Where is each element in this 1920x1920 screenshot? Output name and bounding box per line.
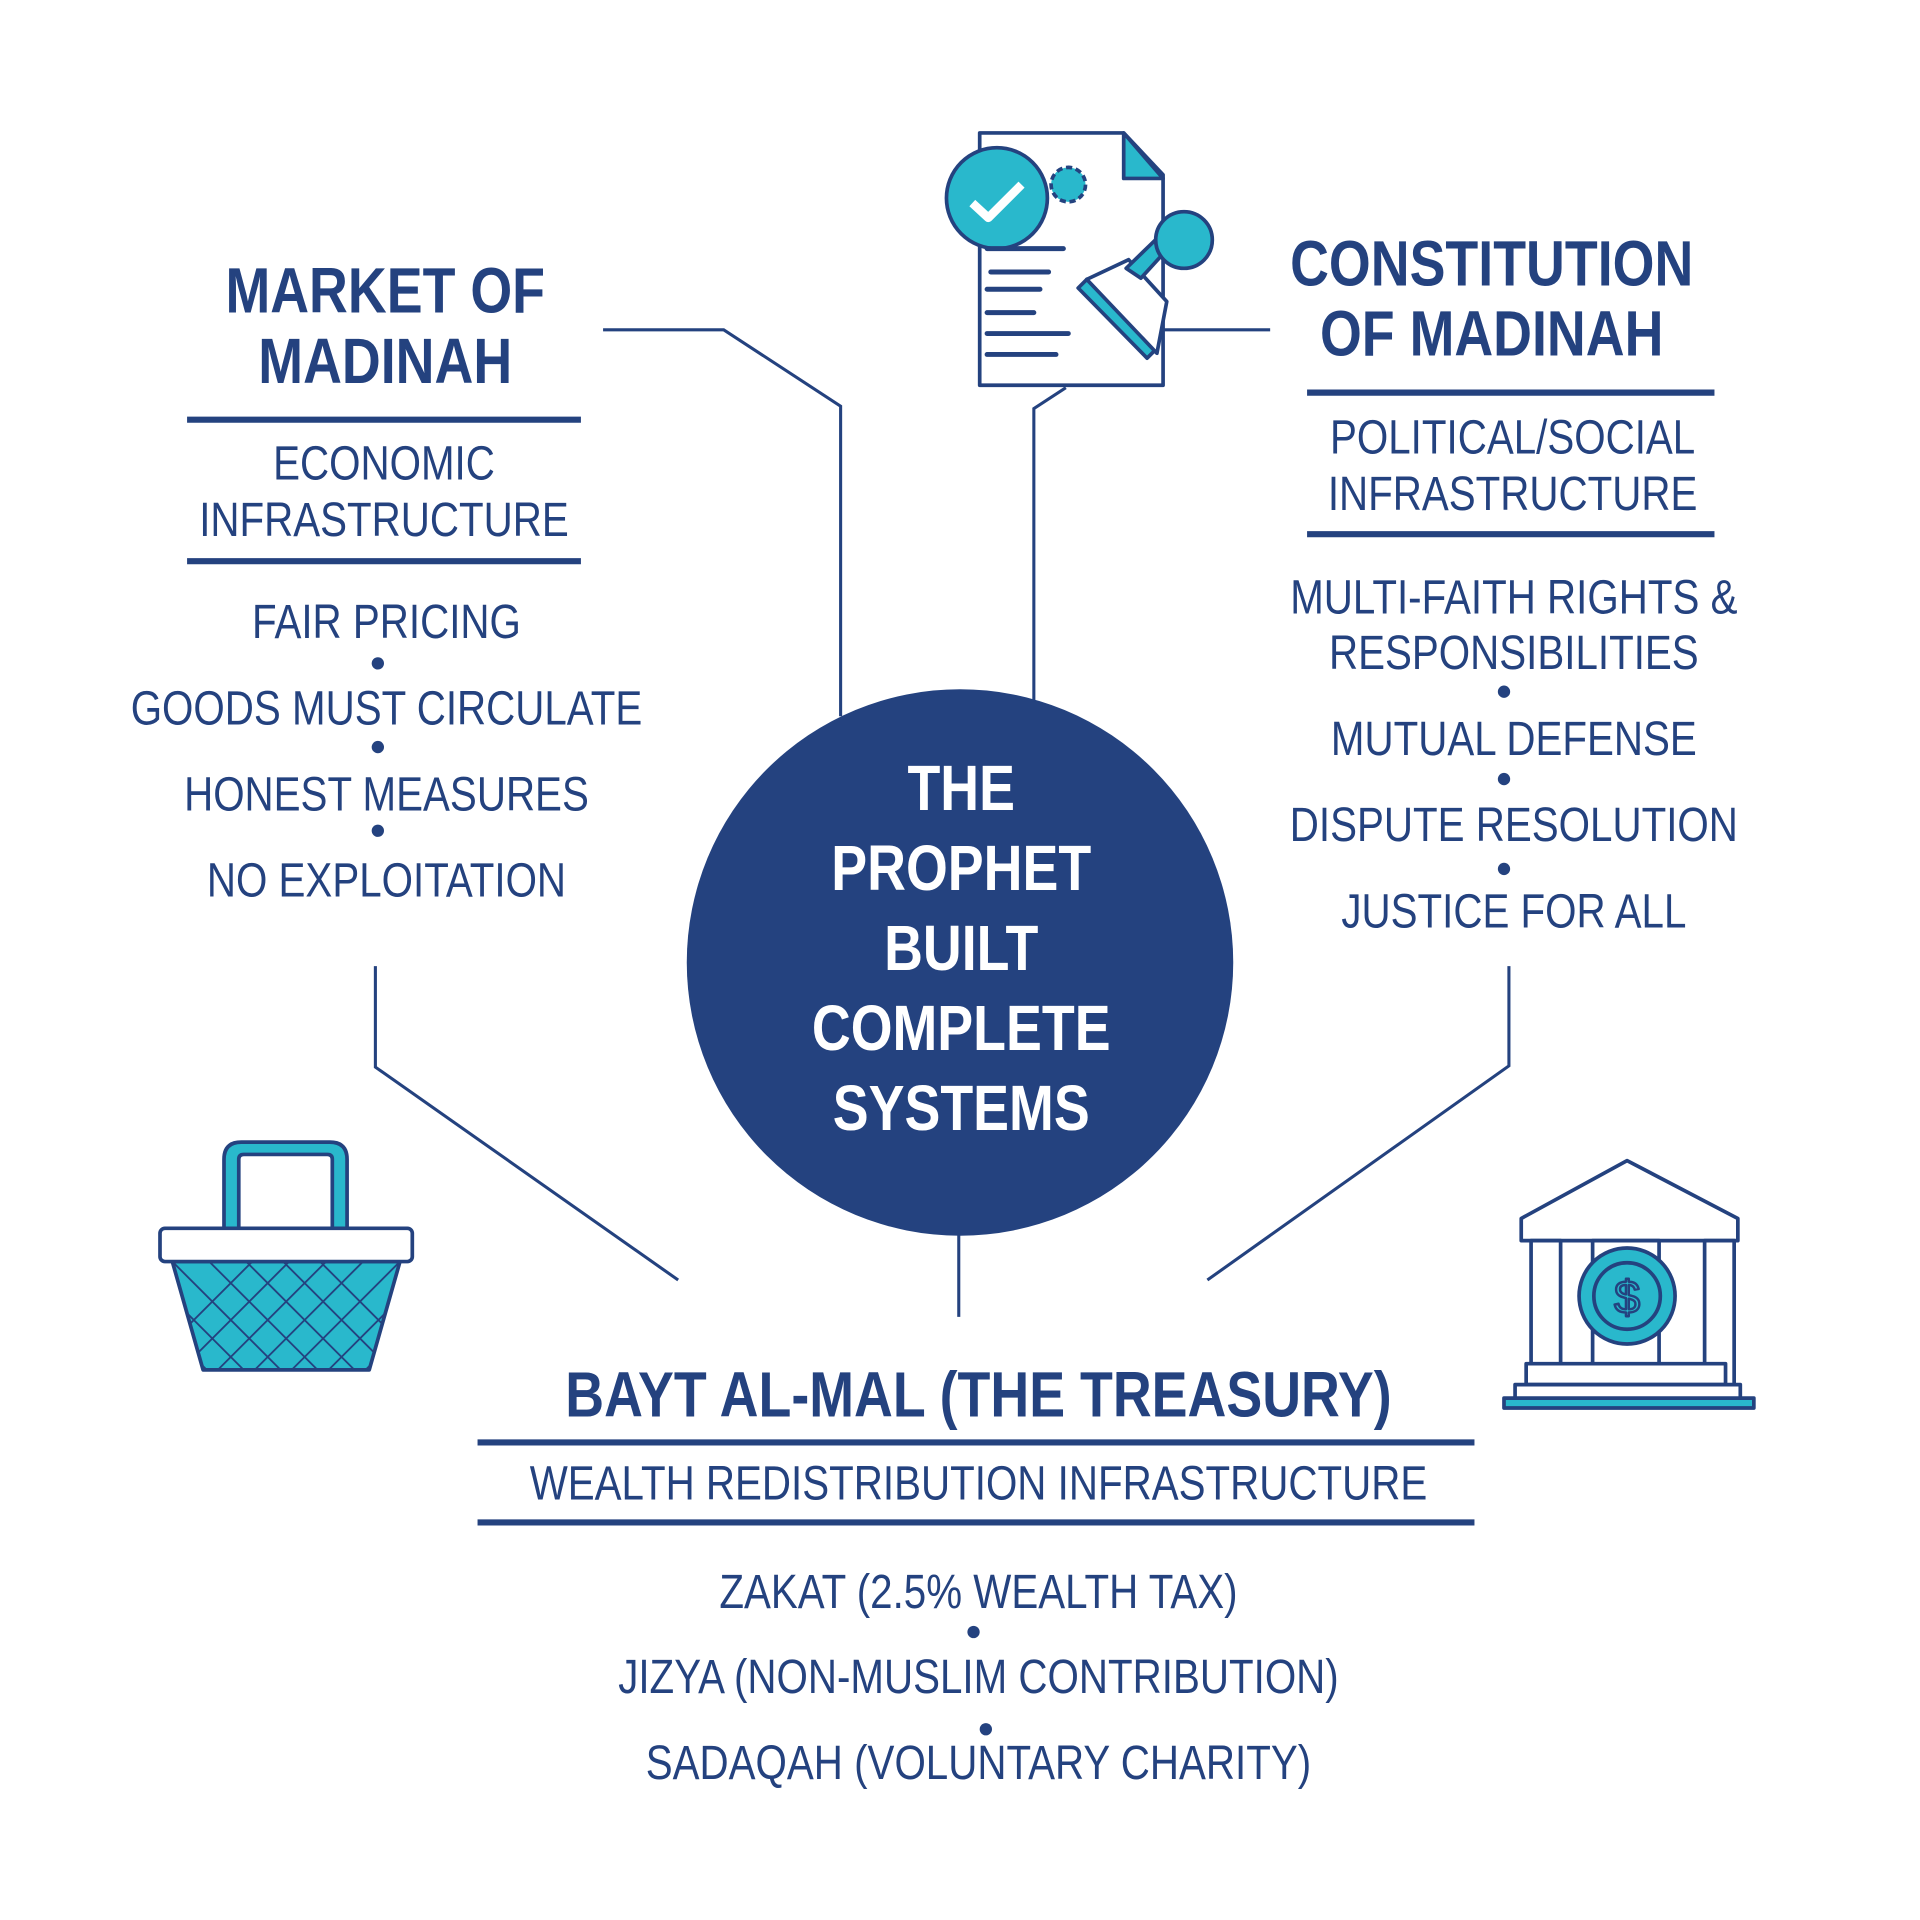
bullet-dot <box>979 1723 993 1736</box>
constitution-title-line1: CONSTITUTION <box>1290 228 1694 301</box>
connector-constitution-bottom <box>1032 386 1067 718</box>
constitution-item: DISPUTE RESOLUTION <box>1289 799 1738 853</box>
constitution-title-line2: OF MADINAH <box>1319 299 1664 371</box>
shopping-basket-icon <box>158 1140 415 1372</box>
document-stamp-icon <box>944 131 1215 388</box>
center-text-line: SYSTEMS <box>832 1073 1090 1145</box>
market-subtitle-line1: ECONOMIC <box>273 437 495 491</box>
connector-lines <box>373 328 1511 1317</box>
bank-building-icon: $ <box>1502 1158 1756 1410</box>
market-item: GOODS MUST CIRCULATE <box>130 682 643 736</box>
market-title-line1: MARKET OF <box>225 256 546 328</box>
treasury-item: JIZYA (NON-MUSLIM CONTRIBUTION) <box>618 1651 1339 1705</box>
treasury-subtitle: WEALTH REDISTRIBUTION INFRASTRUCTURE <box>529 1457 1428 1511</box>
constitution-subtitle-line1: POLITICAL/SOCIAL <box>1329 411 1696 465</box>
treasury-title: BAYT AL-MAL (THE TREASURY) <box>565 1360 1392 1432</box>
constitution-item: MULTI-FAITH RIGHTS & <box>1290 571 1738 625</box>
connector-constitution-treasury <box>1206 966 1511 1282</box>
bullet-dot <box>371 740 385 754</box>
treasury-item: SADAQAH (VOLUNTARY CHARITY) <box>645 1737 1312 1791</box>
bullet-dot <box>371 824 385 837</box>
constitution-subtitle-line2: INFRASTRUCTURE <box>1327 468 1698 522</box>
bullet-dot <box>1497 772 1511 786</box>
treasury-item: ZAKAT (2.5% WEALTH TAX) <box>719 1566 1238 1620</box>
market-title-line2: MADINAH <box>258 326 513 398</box>
market-subtitle-line2: INFRASTRUCTURE <box>199 494 569 548</box>
connector-market-top <box>603 328 843 717</box>
bullet-dot <box>967 1625 980 1639</box>
center-text-line: BUILT <box>884 913 1039 985</box>
constitution-item: MUTUAL DEFENSE <box>1330 713 1697 767</box>
connector-market-bottom <box>373 966 680 1282</box>
center-text-line: THE <box>907 753 1015 825</box>
bullet-dot <box>1497 685 1511 698</box>
market-item: NO EXPLOITATION <box>206 854 567 908</box>
bullet-dot <box>1497 862 1511 876</box>
center-text-line: PROPHET <box>831 833 1092 905</box>
market-item: FAIR PRICING <box>252 596 521 650</box>
constitution-item: RESPONSIBILITIES <box>1328 627 1699 681</box>
constitution-item: JUSTICE FOR ALL <box>1341 885 1687 939</box>
svg-text:$: $ <box>1614 1271 1640 1323</box>
center-circle <box>686 689 1234 1236</box>
center-text-line: COMPLETE <box>811 993 1111 1065</box>
market-item: HONEST MEASURES <box>184 768 589 822</box>
bullet-dot <box>371 657 385 670</box>
divider-lines <box>187 389 1715 1526</box>
